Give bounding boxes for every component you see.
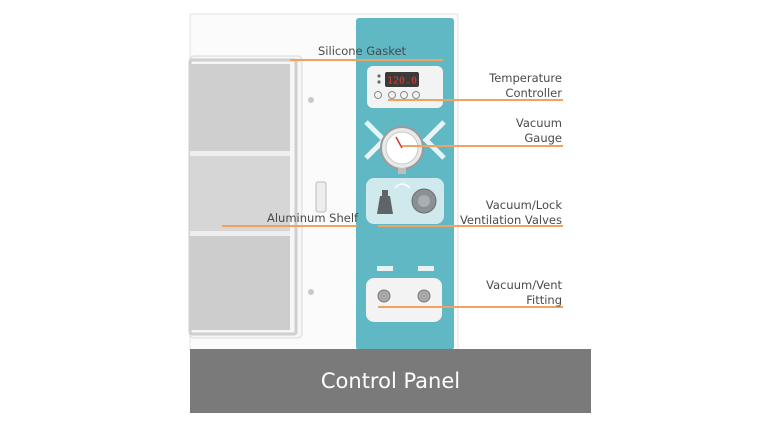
fitting-label	[377, 266, 393, 271]
knob-center	[418, 195, 430, 207]
valve-stem	[382, 190, 388, 197]
label-vacuum-gauge: Vacuum Gauge	[516, 116, 562, 146]
aluminum-shelf	[190, 231, 290, 236]
label-aluminum-shelf: Aluminum Shelf	[267, 211, 358, 226]
fitting-plate	[366, 278, 442, 322]
indicator-light	[377, 74, 380, 77]
label-text: Vacuum	[516, 116, 562, 131]
chamber-lower	[190, 236, 290, 330]
door-latch	[316, 182, 326, 212]
indicator-light	[377, 80, 380, 83]
banner-title: Control Panel	[321, 369, 460, 393]
fitting-icon	[378, 290, 390, 302]
fitting-label	[418, 266, 434, 271]
label-text: Vacuum/Lock	[460, 198, 562, 213]
label-text: Controller	[489, 86, 562, 101]
label-text: Ventilation Valves	[460, 213, 562, 228]
label-text: Aluminum Shelf	[267, 211, 358, 225]
label-text: Gauge	[516, 131, 562, 146]
display-readout: 120.0	[387, 76, 417, 87]
chamber-upper	[190, 64, 290, 152]
control-panel-banner: Control Panel	[190, 349, 591, 413]
screw	[308, 289, 314, 295]
shelf-top	[190, 151, 290, 156]
callout-line-silicone-gasket	[290, 59, 443, 61]
screw	[308, 97, 314, 103]
gauge-stem	[398, 168, 406, 174]
label-text: Temperature	[489, 71, 562, 86]
label-silicone-gasket: Silicone Gasket	[318, 44, 406, 59]
label-text: Fitting	[486, 293, 562, 308]
label-text: Silicone Gasket	[318, 44, 406, 58]
label-valves: Vacuum/Lock Ventilation Valves	[460, 198, 562, 228]
label-fitting: Vacuum/Vent Fitting	[486, 278, 562, 308]
label-text: Vacuum/Vent	[486, 278, 562, 293]
label-temperature-controller: Temperature Controller	[489, 71, 562, 101]
fitting-icon	[418, 290, 430, 302]
